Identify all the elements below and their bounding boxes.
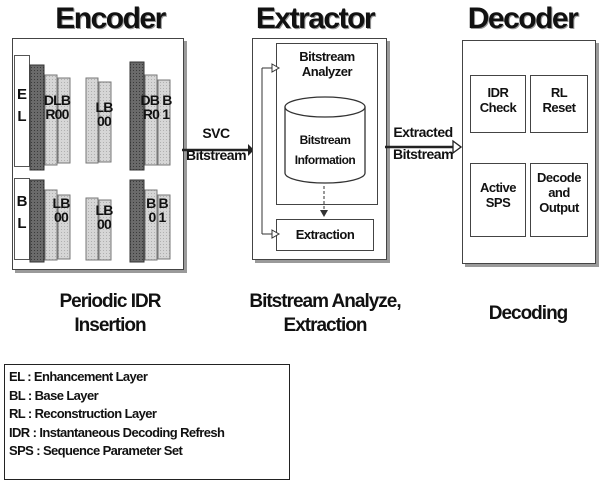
extraction-box: Extraction bbox=[276, 219, 374, 251]
el-tag-letter-1: E bbox=[15, 84, 29, 106]
legend-item-idr: IDR : Instantaneous Decoding Refresh bbox=[9, 424, 285, 443]
extractor-internal-routing bbox=[252, 60, 282, 240]
rl-reset-box: RL Reset bbox=[530, 75, 588, 133]
bl-frame-label-1: LB 00 bbox=[48, 196, 74, 224]
legend-item-rl: RL : Reconstruction Layer bbox=[9, 405, 285, 424]
legend-item-sps: SPS : Sequence Parameter Set bbox=[9, 442, 285, 461]
decoder-title: Decoder bbox=[455, 2, 590, 36]
sps-line-1: Active bbox=[471, 164, 525, 195]
out-line-2: and bbox=[531, 185, 587, 200]
decoder-caption: Decoding bbox=[462, 302, 594, 326]
bl-frame-label-2: LB 00 bbox=[92, 203, 116, 231]
decode-and-output-box: Decode and Output bbox=[530, 163, 588, 237]
idr-line-1: IDR bbox=[471, 76, 525, 100]
extraction-label: Extraction bbox=[296, 227, 355, 242]
rl-line-1: RL bbox=[531, 76, 587, 100]
encoder-caption-line-1: Periodic IDR bbox=[20, 290, 200, 314]
encoder-caption: Periodic IDR Insertion bbox=[20, 290, 200, 338]
extracted-label-line-2: Bitstream bbox=[387, 146, 459, 162]
extractor-title: Extractor bbox=[245, 2, 385, 36]
legend-box: EL : Enhancement Layer BL : Base Layer R… bbox=[4, 364, 290, 480]
info-line-2: Information bbox=[282, 150, 368, 170]
idr-line-2: Check bbox=[471, 100, 525, 115]
idr-check-box: IDR Check bbox=[470, 75, 526, 133]
extracted-label-line-1: Extracted bbox=[387, 124, 459, 140]
legend-item-el: EL : Enhancement Layer bbox=[9, 368, 285, 387]
bl-frame-label-3: B B 0 1 bbox=[144, 196, 170, 224]
svc-label-line-1: SVC bbox=[184, 125, 248, 141]
el-tag-letter-2: L bbox=[15, 106, 29, 128]
encoder-title: Encoder bbox=[40, 2, 180, 36]
el-frame-label-2: LB 00 bbox=[92, 100, 116, 128]
el-frame-label-1: DLB R00 bbox=[38, 93, 76, 121]
svc-bitstream-label: SVC Bitstream bbox=[184, 125, 248, 163]
encoder-caption-line-2: Insertion bbox=[20, 314, 200, 338]
bitstream-information-label: Bitstream Information bbox=[282, 130, 368, 170]
extractor-caption: Bitstream Analyze, Extraction bbox=[235, 290, 415, 338]
svc-label-line-2: Bitstream bbox=[184, 147, 248, 163]
info-line-1: Bitstream bbox=[282, 130, 368, 150]
bl-tag-letter-2: L bbox=[15, 213, 29, 235]
extracted-bitstream-label: Extracted Bitstream bbox=[387, 124, 459, 162]
analyzer-line-2: Analyzer bbox=[277, 64, 377, 79]
encoder-frames-illustration bbox=[28, 40, 182, 266]
extractor-caption-line-1: Bitstream Analyze, bbox=[235, 290, 415, 314]
active-sps-box: Active SPS bbox=[470, 163, 526, 237]
analyzer-line-1: Bitstream bbox=[277, 44, 377, 64]
el-frame-label-3: DB B R0 1 bbox=[136, 93, 176, 121]
rl-line-2: Reset bbox=[531, 100, 587, 115]
analyzer-to-extraction-arrow bbox=[318, 186, 330, 218]
bl-tag-letter-1: B bbox=[15, 191, 29, 213]
out-line-1: Decode bbox=[531, 164, 587, 185]
out-line-3: Output bbox=[531, 200, 587, 215]
extractor-caption-line-2: Extraction bbox=[235, 314, 415, 338]
sps-line-2: SPS bbox=[471, 195, 525, 210]
legend-item-bl: BL : Base Layer bbox=[9, 387, 285, 406]
